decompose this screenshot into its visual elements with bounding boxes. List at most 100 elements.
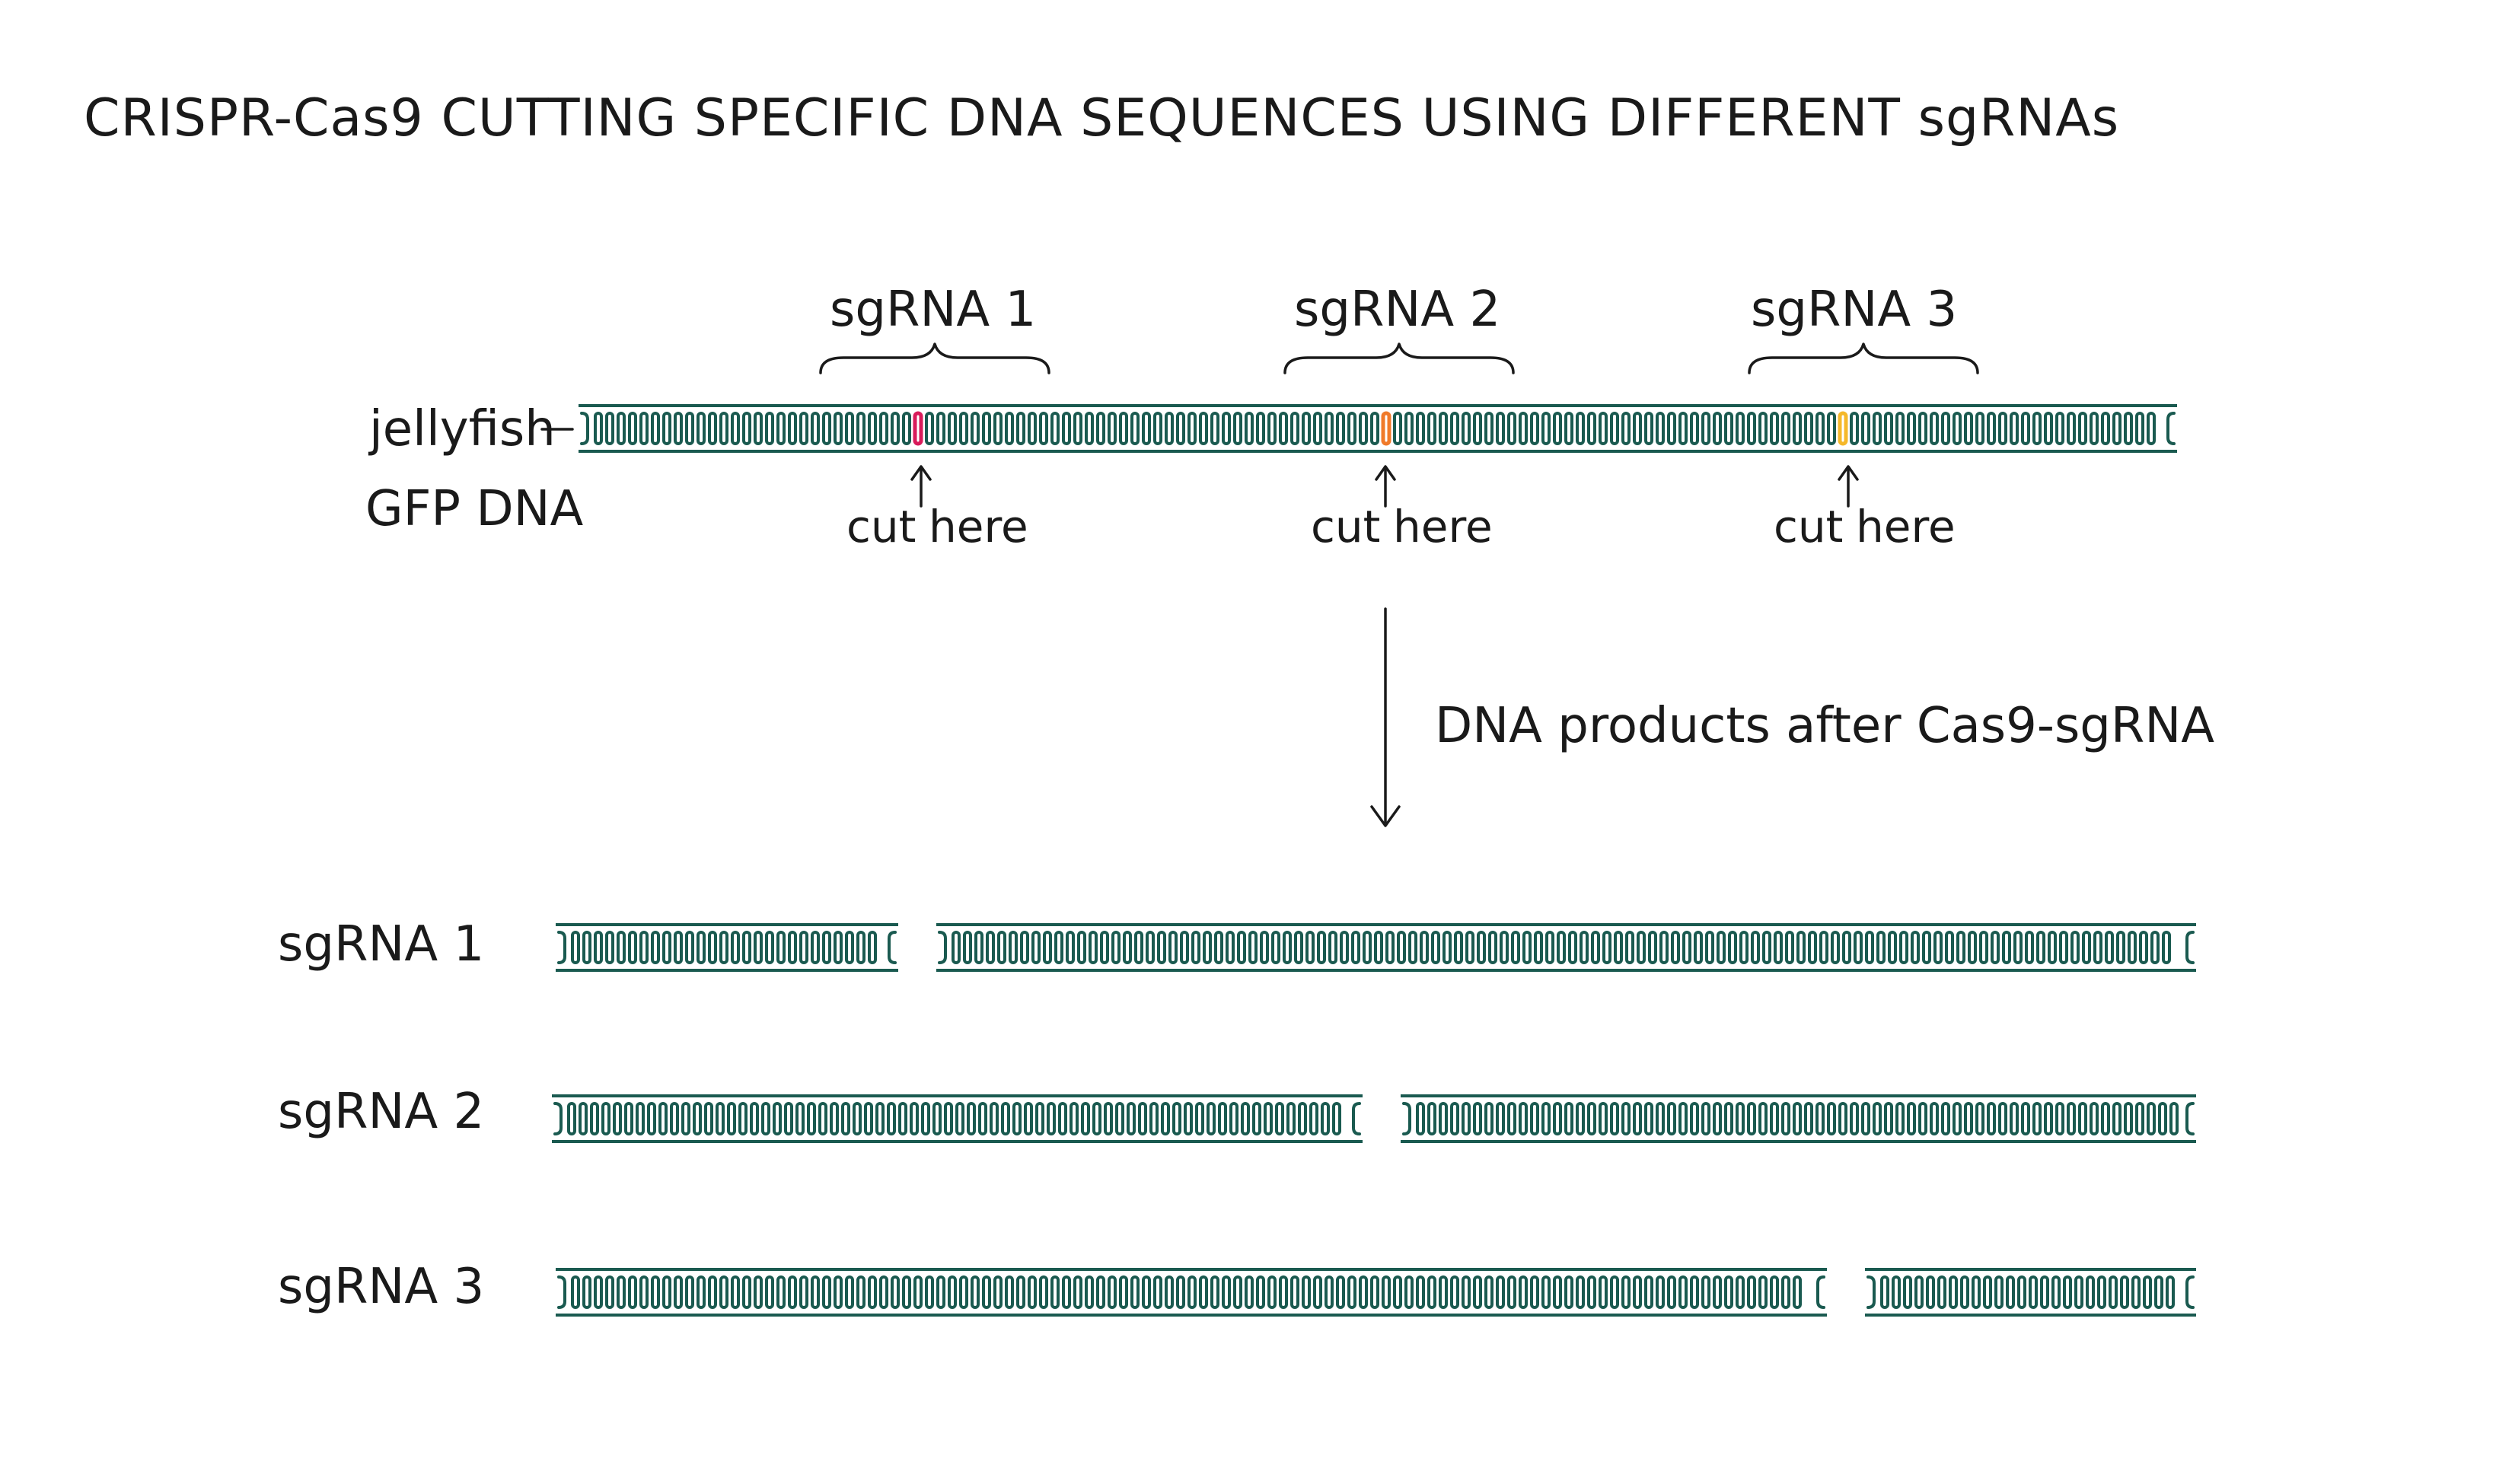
dna-base-pair (1568, 931, 1577, 964)
dna-base-pair (605, 1275, 614, 1309)
dna-base-pair (841, 1102, 850, 1135)
dna-base-pair (1678, 1275, 1688, 1309)
dna-base-pair (2147, 412, 2156, 445)
dna-base-pair (1404, 412, 1414, 445)
dna-base-pair (1667, 1102, 1676, 1135)
dna-base-pair (1975, 412, 1984, 445)
dna-base-pair (1279, 412, 1288, 445)
dna-base-pair (1450, 412, 1459, 445)
dna-base-pair (582, 1275, 591, 1309)
brace-sgrna-1 (819, 342, 1050, 374)
dna-base-pair (2029, 1275, 2038, 1309)
dna-base-pair (1854, 931, 1863, 964)
dna-base-pair (2021, 412, 2030, 445)
dna-base-pair (811, 412, 820, 445)
dna-base-pair (2032, 1102, 2042, 1135)
dna-base-pair (708, 1275, 717, 1309)
dna-base-pair (1701, 1102, 1710, 1135)
dna-base-pair (1541, 412, 1551, 445)
dna-base-pair (1325, 1275, 1334, 1309)
dna-base-pair (719, 931, 728, 964)
dna-base-pair (1838, 411, 1848, 446)
dna-base-pair (1256, 1275, 1265, 1309)
dna-end-cap (1816, 1275, 1825, 1309)
dna-base-pair (1667, 1275, 1676, 1309)
dna-base-pair (1016, 1275, 1025, 1309)
dna-base-pair (1416, 1275, 1425, 1309)
dna-base-pair (982, 1275, 991, 1309)
dna-base-pair (1115, 1102, 1124, 1135)
dna-base-pair (1073, 1275, 1082, 1309)
dna-base-pair (582, 931, 591, 964)
dna-base-pair (1656, 412, 1665, 445)
dna-base-pair (845, 1275, 854, 1309)
dna-base-pair (1941, 1102, 1950, 1135)
dna-base-pair (1522, 931, 1532, 964)
dna-base-pair (1267, 412, 1277, 445)
dna-base-pair (955, 1102, 964, 1135)
dna-base-pair (742, 1275, 751, 1309)
dna-base-pair (1553, 412, 1562, 445)
dna-base-pair (1020, 931, 1029, 964)
dna-base-pair (1534, 931, 1543, 964)
dna-base-pair (1157, 931, 1166, 964)
dna-base-pair (1199, 1275, 1208, 1309)
dna-base-pair (875, 1102, 885, 1135)
dna-base-pair (1576, 412, 1585, 445)
dna-base-pair (765, 931, 774, 964)
dna-base-pair (2120, 1275, 2129, 1309)
dna-base-pair (856, 931, 865, 964)
dna-base-pair (2055, 412, 2064, 445)
dna-base-pair (2109, 1275, 2118, 1309)
dna-base-pair (1374, 931, 1383, 964)
dna-base-pair (571, 931, 580, 964)
dna-base-pair (567, 1102, 576, 1135)
dna-base-pair (1070, 1102, 1079, 1135)
dna-base-pair (639, 931, 649, 964)
dna-base-pair (2067, 412, 2076, 445)
dna-base-pair (594, 1275, 603, 1309)
dna-base-pair (1245, 1275, 1254, 1309)
dna-base-pair (1827, 412, 1836, 445)
dna-base-pair (891, 412, 900, 445)
dna-base-pair (1279, 1275, 1288, 1309)
dna-base-pair (2010, 412, 2019, 445)
dna-base-pair (1473, 412, 1482, 445)
dna-base-pair (1089, 931, 1098, 964)
dna-base-pair (788, 412, 797, 445)
dna-base-pair (674, 412, 683, 445)
dna-base-pair (1690, 1102, 1699, 1135)
dna-base-pair (1028, 412, 1037, 445)
dna-base-pair (1511, 931, 1520, 964)
dna-base-pair (1271, 931, 1280, 964)
dna-base-pair (750, 1102, 759, 1135)
dna-base-pair (799, 931, 808, 964)
dna-base-pair (708, 931, 717, 964)
dna-base-pair (651, 1275, 660, 1309)
process-arrow (1370, 607, 1401, 827)
here-label-2: here (1393, 501, 1493, 553)
dna-base-pair (1218, 1102, 1227, 1135)
dna-base-pair (868, 931, 877, 964)
dna-base-pair (864, 1102, 873, 1135)
dna-base-pair (1530, 1102, 1539, 1135)
dna-base-pair (2135, 1102, 2144, 1135)
dna-base-pair (1092, 1102, 1101, 1135)
dna-base-pair (571, 1275, 580, 1309)
dna-base-pair (2048, 931, 2057, 964)
dna-base-pair (1313, 412, 1322, 445)
dna-base-pair (1682, 931, 1691, 964)
dna-base-pair (959, 412, 968, 445)
dna-base-pair (834, 1275, 843, 1309)
dna-base-pair (1298, 1102, 1307, 1135)
dna-base-pair (1580, 931, 1589, 964)
dna-base-pair (2055, 1102, 2064, 1135)
dna-base-pair (1895, 1102, 1905, 1135)
dna-base-pair (1545, 931, 1554, 964)
dna-base-pair (1713, 1102, 1722, 1135)
dna-base-pair (1005, 412, 1014, 445)
dna-base-pair (1062, 412, 1071, 445)
dna-base-pair (1168, 931, 1178, 964)
dna-base-pair (1656, 1102, 1665, 1135)
dna-base-pair (1553, 1102, 1562, 1135)
